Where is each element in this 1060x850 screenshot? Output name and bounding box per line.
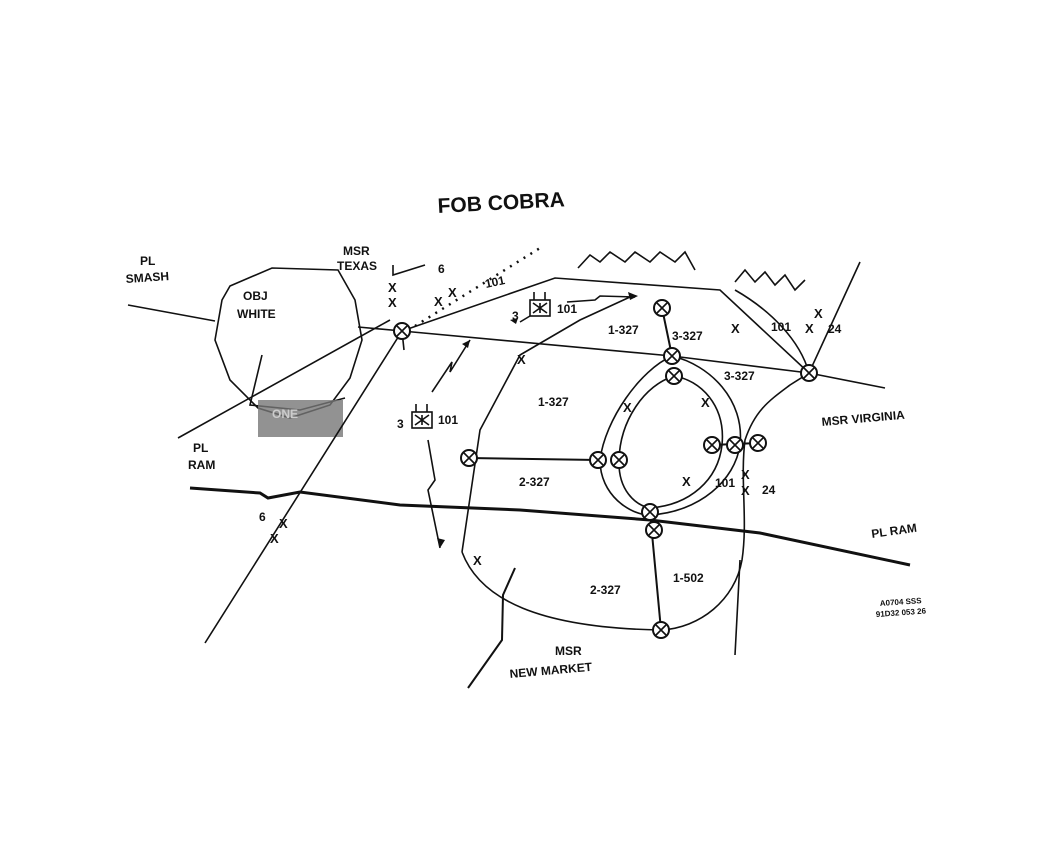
checkpoint-icon (460, 449, 478, 467)
checkpoint-icon (749, 434, 767, 452)
number-label: 24 (762, 483, 776, 497)
boundary-east (734, 289, 810, 656)
unit-label: 3-327 (724, 369, 755, 383)
boundary-x-mark: X (682, 474, 691, 489)
msr-new-market-label: MSR (555, 644, 582, 658)
checkpoint-icon (641, 503, 659, 521)
pl-smash-label: SMASH (125, 269, 169, 286)
msr-texas-label: MSR (343, 244, 370, 258)
unit-label: 101 (557, 302, 577, 316)
boundary-x-mark: X (731, 321, 740, 336)
msr-texas-marker (392, 264, 426, 277)
pl-ram-line (189, 486, 911, 567)
checkpoint-nodes (393, 299, 818, 639)
checkpoint-icon (665, 367, 683, 385)
obj-shaded-area (258, 400, 343, 437)
unit-label: 101 (438, 413, 458, 427)
obj-shaded-label: ONE (272, 407, 298, 421)
checkpoint-icon (393, 322, 411, 340)
checkpoint-icon (652, 621, 670, 639)
boundary-x-mark: X (279, 516, 288, 531)
comm-link-top (519, 295, 636, 323)
boundary-x-mark: X (623, 400, 632, 415)
number-label: 24 (828, 322, 842, 336)
msr-texas-line (177, 319, 403, 644)
unit-label: 101 (484, 273, 507, 291)
unit-label: 2-327 (590, 583, 621, 597)
number-label: 3 (512, 309, 519, 323)
boundary-x-mark: X (388, 280, 397, 295)
msr-virginia-label: MSR VIRGINIA (821, 408, 906, 429)
comm-link-left (427, 339, 471, 549)
number-label: 6 (438, 262, 445, 276)
checkpoint-icon (589, 451, 607, 469)
document-stamp: A0704 SSS (880, 596, 923, 608)
unit-label: 1-327 (538, 395, 569, 409)
boundary-x-mark: X (388, 295, 397, 310)
pl-ram-label: PL (193, 441, 208, 455)
checkpoint-icon (703, 436, 721, 454)
number-label: 6 (259, 510, 266, 524)
obstacle-trench-2 (734, 268, 806, 292)
checkpoint-icon (726, 436, 744, 454)
checkpoint-icon (653, 299, 671, 317)
checkpoint-icon (645, 521, 663, 539)
link-center (468, 307, 759, 631)
msr-new-market-label: NEW MARKET (509, 660, 593, 681)
number-label: 3 (397, 417, 404, 431)
unit-label: 3-327 (672, 329, 703, 343)
checkpoint-icon (610, 451, 628, 469)
obj-white-boundary (214, 267, 363, 419)
checkpoint-icon (663, 347, 681, 365)
boundary-x-mark: X (741, 483, 750, 498)
boundary-x-mark: X (270, 531, 279, 546)
unit-label: 1-502 (673, 571, 704, 585)
boundary-1-327 (461, 296, 631, 553)
diagram-title: FOB COBRA (437, 188, 565, 218)
pl-smash-label: PL (140, 254, 155, 268)
boundary-x-mark: X (517, 352, 526, 367)
radar-unit-icon-top (529, 292, 551, 317)
obstacle-trench-1 (577, 250, 696, 271)
checkpoint-icon (800, 364, 818, 382)
boundary-x-mark: X (473, 553, 482, 568)
pl-ram-label: PL RAM (870, 521, 917, 541)
boundary-x-mark: X (434, 294, 443, 309)
unit-label: 101 (715, 476, 735, 490)
boundary-x-mark: X (814, 306, 823, 321)
obj-white-label: WHITE (237, 307, 276, 321)
msr-texas-label: TEXAS (337, 259, 377, 273)
document-stamp: 91D32 053 26 (876, 606, 927, 619)
msr-new-market (467, 567, 516, 689)
boundary-south (461, 261, 861, 631)
boundary-x-mark: X (805, 321, 814, 336)
obj-white-label: OBJ (243, 289, 268, 303)
boundary-x-mark: X (448, 285, 457, 300)
unit-label: 101 (771, 320, 791, 334)
boundary-x-mark: X (701, 395, 710, 410)
dotted-route (414, 246, 541, 328)
unit-label: 2-327 (519, 475, 550, 489)
route-north (401, 277, 810, 374)
boundary-x-mark: X (741, 467, 750, 482)
radar-unit-icon-left (411, 404, 433, 429)
pl-ram-label: RAM (188, 458, 215, 472)
unit-label: 1-327 (608, 323, 639, 337)
